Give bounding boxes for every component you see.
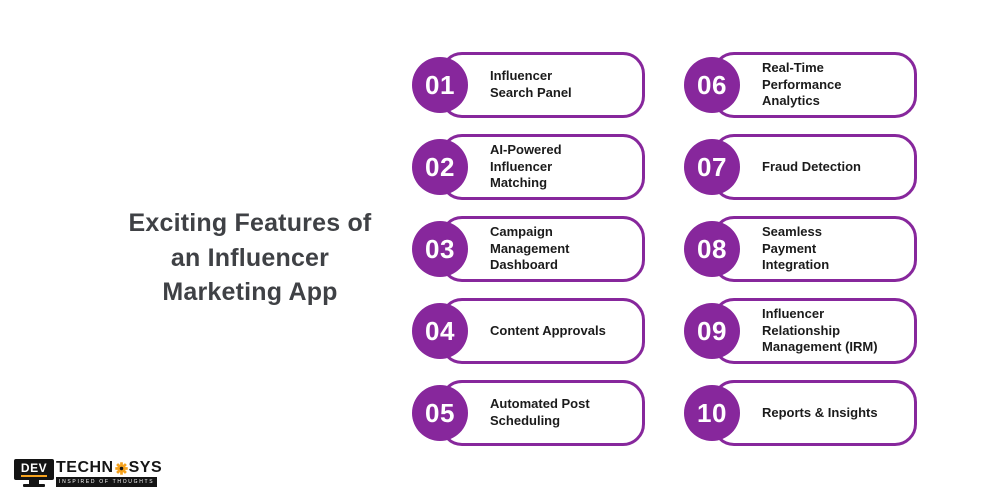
feature-card-4: 04 Content Approvals [412, 298, 645, 364]
feature-card-8: 08 Seamless Payment Integration [684, 216, 917, 282]
number-badge: 01 [412, 57, 468, 113]
feature-card-9: 09 Influencer Relationship Management (I… [684, 298, 917, 364]
number-badge: 04 [412, 303, 468, 359]
feature-card-1: 01 Influencer Search Panel [412, 52, 645, 118]
number-badge: 05 [412, 385, 468, 441]
feature-card-6: 06 Real-Time Performance Analytics [684, 52, 917, 118]
logo-dev-text: DEV [20, 461, 48, 478]
logo-technosys-right: SYS [128, 459, 163, 476]
number-badge: 10 [684, 385, 740, 441]
number-badge: 02 [412, 139, 468, 195]
feature-label: Seamless Payment Integration [762, 223, 830, 273]
page-title: Exciting Features of an Influencer Marke… [128, 209, 372, 306]
number-badge: 07 [684, 139, 740, 195]
feature-label: Content Approvals [490, 322, 606, 338]
monitor-icon: DEV [14, 459, 54, 487]
feature-card-5: 05 Automated Post Scheduling [412, 380, 645, 446]
feature-card-10: 10 Reports & Insights [684, 380, 917, 446]
feature-label: Reports & Insights [762, 404, 878, 420]
dev-technosys-logo: DEV TECHN [14, 459, 162, 487]
feature-card-3: 03 Campaign Management Dashboard [412, 216, 645, 282]
feature-card-7: 07 Fraud Detection [684, 134, 917, 200]
number-badge: 09 [684, 303, 740, 359]
feature-label: Real-Time Performance Analytics [762, 59, 842, 109]
number-badge: 06 [684, 57, 740, 113]
logo-technosys-left: TECHN [56, 459, 114, 476]
feature-label: AI-Powered Influencer Matching [490, 141, 562, 191]
feature-label: Influencer Relationship Management (IRM) [762, 305, 878, 355]
logo-tagline: INSPIRED OF THOUGHTS [56, 477, 158, 487]
feature-label: Influencer Search Panel [490, 68, 572, 100]
feature-card-2: 02 AI-Powered Influencer Matching [412, 134, 645, 200]
feature-label: Campaign Management Dashboard [490, 223, 570, 273]
number-badge: 08 [684, 221, 740, 277]
gear-icon [114, 461, 128, 475]
feature-label: Automated Post Scheduling [490, 396, 590, 428]
number-badge: 03 [412, 221, 468, 277]
feature-label: Fraud Detection [762, 158, 861, 174]
